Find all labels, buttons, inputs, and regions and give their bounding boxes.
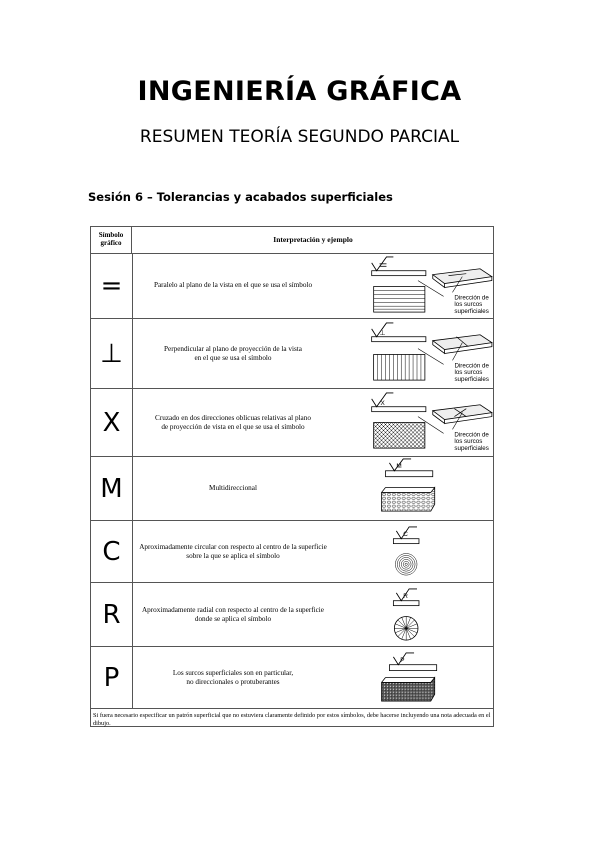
table-row-crossed: X Cruzado en dos direcciones oblicuas re… [91,389,493,457]
document-title: INGENIERÍA GRÁFICA [137,76,462,107]
radial-lay-illustration: R [392,588,420,641]
label-surface-2: superficiales [454,376,488,383]
description-crossed: Cruzado en dos direcciones oblicuas rela… [155,413,311,431]
mark-radial: R [403,593,408,600]
table-row-circular: C Aproximadamente circular con respecto … [91,521,493,583]
particulate-lay-illustration: P [381,652,438,702]
mark-crossed: X [381,400,386,407]
surface-lay-symbols-table: Símbolo gráfico Interpretación y ejemplo… [90,226,494,727]
symbol-crossed: X [91,389,133,456]
symbol-perpendicular: ⊥ [91,319,133,388]
mark-multidirectional: M [396,463,401,470]
section-heading: Sesión 6 – Tolerancias y acabados superf… [88,190,393,204]
label-grooves-1: los surcos [454,301,482,308]
table-row-parallel: = Paralelo al plano de la vista en el qu… [91,253,493,319]
label-surface-3: superficiales [454,445,488,452]
header-symbol: Símbolo gráfico [91,227,132,253]
table-row-particulate: P Los surcos superficiales son en partic… [91,647,493,709]
symbol-multidirectional: M [91,457,133,520]
description-perpendicular: Perpendicular al plano de proyección de … [164,344,302,362]
crossed-lay-illustration: X Dirección de los surcos superficiales [371,392,493,452]
description-radial: Aproximadamente radial con respecto al c… [141,605,324,623]
label-direction-3: Dirección de [454,431,489,438]
parallel-lay-illustration: Dirección de los surcos superficiales [371,256,493,315]
document-subtitle: RESUMEN TEORÍA SEGUNDO PARCIAL [139,127,460,147]
table-footnote: Si fuera necesario especificar un patrón… [93,712,491,727]
perpendicular-lay-illustration: ⊥ Dirección de los surcos superficiales [371,322,493,383]
mark-circular: C [403,531,408,538]
label-grooves-3: los surcos [454,438,482,445]
symbol-radial: R [91,583,133,646]
circular-lay-illustration: C [392,526,420,576]
symbol-parallel: = [91,253,133,318]
mark-perpendicular: ⊥ [380,330,386,337]
description-parallel: Paralelo al plano de la vista en el que … [153,281,313,289]
symbol-circular: C [91,521,133,582]
table-row-radial: R Aproximadamente radial con respecto al… [91,583,493,647]
header-interpretation: Interpretación y ejemplo [273,235,353,244]
label-direction-2: Dirección de [454,362,489,369]
table-row-perpendicular: ⊥ Perpendicular al plano de proyección d… [91,319,493,389]
table-row-multidirectional: M Multidireccional M [91,457,493,521]
label-direction-1: Dirección de [454,294,489,301]
multidirectional-lay-illustration: M [381,458,436,512]
description-circular: Aproximadamente circular con respecto al… [139,542,327,560]
symbol-particulate: P [91,647,133,708]
label-surface-1: superficiales [454,308,488,315]
description-particulate: Los surcos superficiales son en particul… [172,668,294,686]
mark-particulate: P [400,657,404,664]
label-grooves-2: los surcos [454,369,482,376]
description-multidirectional: Multidireccional [209,484,257,492]
table-header: Símbolo gráfico Interpretación y ejemplo [91,227,493,254]
